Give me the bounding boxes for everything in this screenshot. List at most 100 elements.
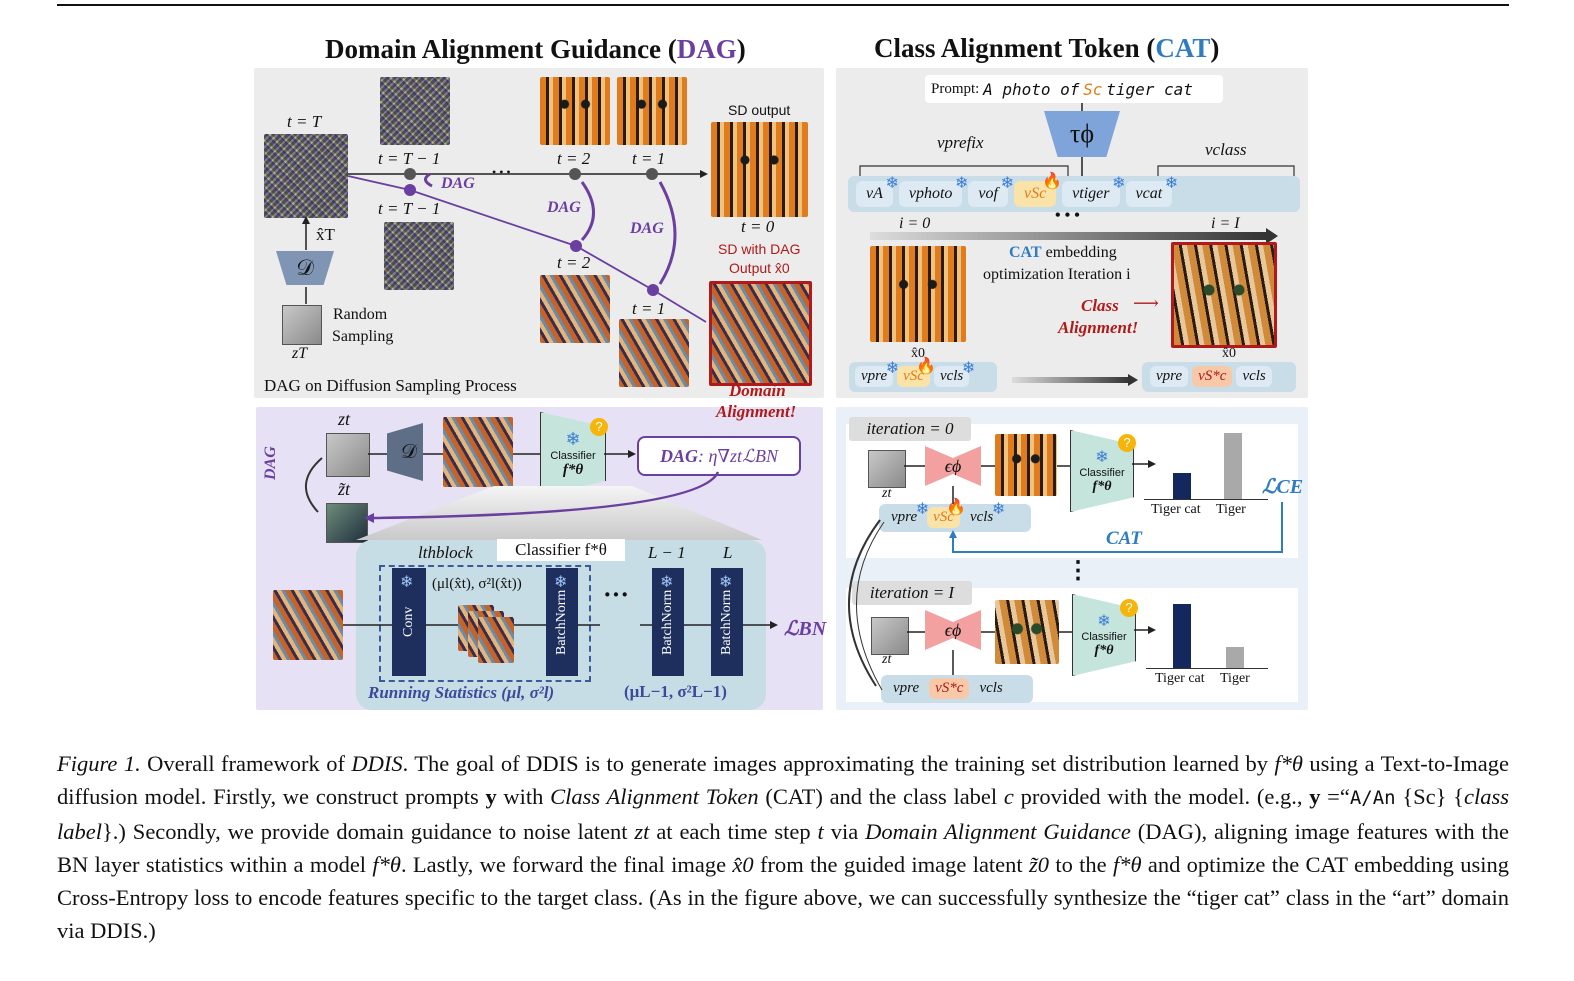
frozen-icon: ❄ bbox=[915, 501, 930, 518]
node-upper-t2 bbox=[569, 168, 581, 180]
label-domain: Domain bbox=[729, 381, 786, 400]
dag-arrow-1 bbox=[424, 172, 433, 188]
token-vS*c-iterI: vS*c bbox=[929, 678, 970, 699]
dag-feedback-arrowhead bbox=[364, 513, 374, 523]
label-x0-b: x̂0 bbox=[1222, 346, 1236, 361]
token-vS*c-right: vS*c bbox=[1192, 366, 1233, 387]
dots-top: • • • bbox=[492, 165, 511, 179]
dag-label-2: DAG bbox=[547, 199, 581, 216]
dag-label-3: DAG bbox=[630, 220, 664, 237]
label-cat-embedding: CAT embedding bbox=[1009, 244, 1117, 261]
brace-prefix bbox=[859, 165, 1069, 176]
token-row-left: vpre❄ vSc🔥 vcls❄ bbox=[855, 358, 975, 387]
label-v-class: vclass bbox=[1205, 140, 1247, 159]
noise-image-T-1-bottom bbox=[384, 222, 454, 290]
iteration-progress-bar bbox=[870, 232, 1268, 240]
token-vtiger: vtiger❄ bbox=[1062, 175, 1126, 207]
label-sampling: Sampling bbox=[332, 328, 394, 345]
classifier-snow-icon: ❄ bbox=[1097, 613, 1111, 630]
tiger-art-image-t1 bbox=[619, 319, 689, 387]
tiger-image-t2 bbox=[540, 77, 610, 145]
token-vof: vof❄ bbox=[968, 175, 1014, 207]
feature-map-3 bbox=[478, 617, 514, 663]
trainable-fire-icon: 🔥 bbox=[916, 358, 936, 375]
question-badge-icon: ? bbox=[1120, 599, 1138, 617]
classifier-f-title: Classifier f*θ bbox=[497, 539, 625, 561]
decoded-image-xt bbox=[443, 417, 513, 487]
decoder-label: 𝒟 bbox=[296, 255, 314, 280]
iteration-0-tag: iteration = 0 bbox=[849, 417, 971, 441]
latent-cube-iter0 bbox=[868, 450, 906, 488]
input-image-classifier bbox=[273, 590, 343, 660]
label-lth-block: lthblock bbox=[418, 543, 473, 562]
frozen-icon: ❄ bbox=[1112, 175, 1126, 192]
output-image-iterI bbox=[995, 600, 1059, 664]
dots-iter: • • • bbox=[1055, 207, 1080, 224]
classifier-label-iterI: Classifier bbox=[1081, 631, 1127, 643]
label-t-1-top: t = 1 bbox=[632, 149, 666, 168]
conv-snow-icon: ❄ bbox=[400, 574, 414, 591]
trainable-fire-icon: 🔥 bbox=[1042, 173, 1063, 190]
bn-snow-icon-2: ❄ bbox=[660, 574, 674, 591]
decoder-block-bottom: 𝒟 bbox=[387, 423, 423, 481]
iteration-progress-arrowhead bbox=[1266, 228, 1278, 244]
dag-side-arrow bbox=[304, 457, 323, 513]
tau-label: τϕ bbox=[1069, 119, 1095, 148]
label-iI: i = I bbox=[1211, 215, 1240, 232]
bar-chart-iterI bbox=[1146, 597, 1268, 669]
brace-class bbox=[1157, 165, 1295, 176]
node-upper-T1 bbox=[404, 168, 416, 180]
prompt-sc: Sc bbox=[1083, 79, 1103, 99]
label-x-hat-T: x̂T bbox=[316, 225, 335, 244]
label-t-T: t = T bbox=[287, 112, 322, 131]
label-mu-sigma: (μl(x̂t), σ²l(x̂t)) bbox=[432, 576, 522, 592]
figure-caption: Figure 1. Overall framework of DDIS. The… bbox=[57, 751, 1510, 943]
classifier-label-iter0: Classifier bbox=[1079, 467, 1125, 479]
footer-dag-sampling: DAG on Diffusion Sampling Process bbox=[264, 376, 517, 395]
label-t-0: t = 0 bbox=[741, 217, 775, 236]
running-stats-dashed-box bbox=[379, 565, 591, 682]
label-zt-iterI: zt bbox=[882, 652, 892, 667]
class-arrow-icon: ⟶ bbox=[1133, 293, 1159, 313]
token-vcat: vcat❄ bbox=[1125, 175, 1178, 207]
question-badge-icon: ? bbox=[590, 418, 608, 436]
bar-label-tiger-iterI: Tiger bbox=[1220, 671, 1250, 686]
label-stats-L-1: (μL−1, σ²L−1) bbox=[624, 682, 727, 701]
token-row-top: vA❄ vphoto❄ vof❄ vSc🔥 vtiger❄ vcat❄ bbox=[856, 173, 1178, 207]
iteration-progress-arrow-outline bbox=[856, 521, 885, 691]
bar-tiger-cat-iterI bbox=[1173, 604, 1191, 669]
sd-output-image bbox=[711, 122, 808, 217]
bar-label-tiger-cat-iterI: Tiger cat bbox=[1155, 671, 1205, 686]
eps-label-iter0: ϵϕ bbox=[944, 455, 962, 476]
cat-feedback-arrow bbox=[952, 502, 1283, 553]
frozen-icon: ❄ bbox=[885, 175, 899, 192]
label-x0-a: x̂0 bbox=[911, 346, 925, 361]
label-class: Class bbox=[1081, 296, 1119, 315]
latent-cube-zt bbox=[326, 433, 370, 477]
node-upper-t1 bbox=[646, 168, 658, 180]
label-i0: i = 0 bbox=[899, 215, 931, 232]
prompt-label: Prompt: bbox=[931, 80, 980, 97]
token-vpre-right: vpre bbox=[1150, 366, 1189, 387]
bn-snow-icon-1: ❄ bbox=[554, 574, 568, 591]
label-t-T-1-bottom: t = T − 1 bbox=[378, 199, 441, 218]
bar-label-tiger-iter0: Tiger bbox=[1216, 502, 1246, 517]
token-vSc-left: vSc🔥 bbox=[897, 358, 936, 387]
node-guided-t2 bbox=[570, 240, 582, 252]
token-vcls: vcls❄ bbox=[933, 360, 975, 387]
dag-formula-a: DAG bbox=[660, 445, 699, 466]
label-t-T-1-top: t = T − 1 bbox=[378, 149, 441, 168]
dag-feedback-arrow bbox=[371, 471, 720, 520]
token-vcls-iter0: vcls❄ bbox=[969, 501, 1006, 525]
token-progress-arrowhead bbox=[1128, 374, 1138, 386]
label-t-2-bottom: t = 2 bbox=[557, 253, 591, 272]
token-progress-arrow bbox=[1012, 377, 1130, 383]
cat-image-i0 bbox=[870, 246, 966, 342]
classifier-snow-icon: ❄ bbox=[1095, 449, 1109, 466]
prompt-box: Prompt: A photo of Sc tiger cat bbox=[925, 75, 1223, 103]
label-sd-dag-output: Output x̂0 bbox=[729, 260, 790, 276]
token-vcls-right: vcls bbox=[1236, 366, 1272, 387]
